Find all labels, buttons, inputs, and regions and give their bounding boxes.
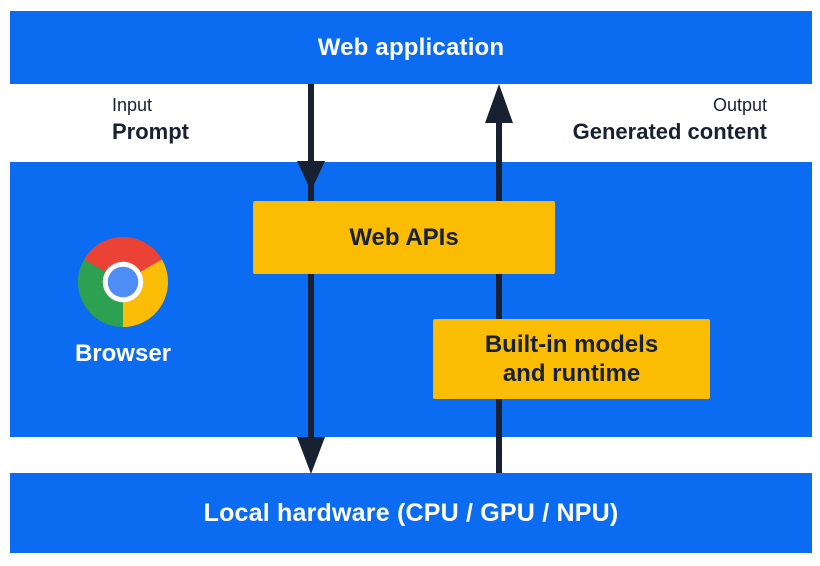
input-value: Prompt xyxy=(112,119,189,144)
built-in-models-box: Built-in models and runtime xyxy=(433,319,710,399)
output-arrow-head-icon xyxy=(485,84,513,123)
input-arrow-mid-head-icon xyxy=(297,161,325,191)
input-arrow-head-icon xyxy=(297,437,325,474)
local-hardware-label: Local hardware (CPU / GPU / NPU) xyxy=(203,498,619,527)
output-value: Generated content xyxy=(572,119,767,144)
output-caption: Output xyxy=(712,95,767,115)
chrome-icon xyxy=(78,237,168,327)
web-apis-box: Web APIs xyxy=(253,201,555,274)
browser-label: Browser xyxy=(74,340,172,367)
local-hardware-bar: Local hardware (CPU / GPU / NPU) xyxy=(10,473,812,553)
browser-group: Browser xyxy=(33,237,213,368)
input-caption: Input xyxy=(112,95,153,115)
web-application-bar: Web application xyxy=(10,11,812,84)
output-label-group: Output Generated content xyxy=(573,93,767,146)
web-apis-label: Web APIs xyxy=(349,223,459,251)
input-label-group: Input Prompt xyxy=(112,93,189,146)
built-in-models-label-line2: and runtime xyxy=(502,360,641,387)
built-in-models-label-line1: Built-in models xyxy=(484,331,659,358)
web-application-label: Web application xyxy=(317,33,505,61)
